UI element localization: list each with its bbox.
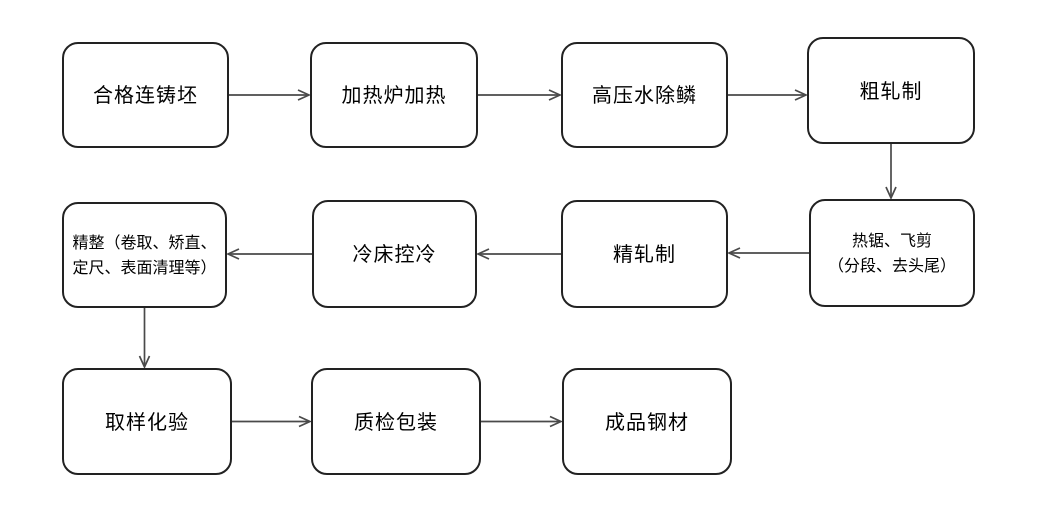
node-label: 精整（卷取、矫直、 xyxy=(72,233,217,252)
node-label: 成品钢材 xyxy=(605,409,689,434)
node-label: 高压水除鳞 xyxy=(592,83,697,107)
node-label: 热锯、飞剪 xyxy=(851,231,932,250)
node-label: 加热炉加热 xyxy=(341,83,447,107)
node-hot-saw-flying-shear: 热锯、飞剪 （分段、去头尾） xyxy=(809,199,975,307)
node-label: 精轧制 xyxy=(613,242,676,266)
node-label-line2: 定尺、表面清理等） xyxy=(72,258,217,277)
node-finishing-operations: 精整（卷取、矫直、 定尺、表面清理等） xyxy=(62,202,227,308)
node-rough-rolling: 粗轧制 xyxy=(807,37,975,144)
node-label-line2: （分段、去头尾） xyxy=(827,256,956,275)
node-high-pressure-water-descaling: 高压水除鳞 xyxy=(561,42,728,148)
node-label: 合格连铸坯 xyxy=(93,83,198,107)
node-furnace-heating: 加热炉加热 xyxy=(310,42,478,148)
node-finish-rolling: 精轧制 xyxy=(561,200,728,308)
node-finished-steel-product: 成品钢材 xyxy=(562,368,732,475)
node-label: 取样化验 xyxy=(105,409,189,434)
node-qualified-cast-billet: 合格连铸坯 xyxy=(62,42,229,148)
node-cooling-bed-controlled-cooling: 冷床控冷 xyxy=(312,200,477,308)
node-quality-inspection-packaging: 质检包装 xyxy=(311,368,481,475)
node-label: 粗轧制 xyxy=(859,78,923,103)
node-label: 质检包装 xyxy=(354,409,438,434)
node-label: 冷床控冷 xyxy=(352,242,437,266)
node-sampling-testing: 取样化验 xyxy=(62,368,232,475)
